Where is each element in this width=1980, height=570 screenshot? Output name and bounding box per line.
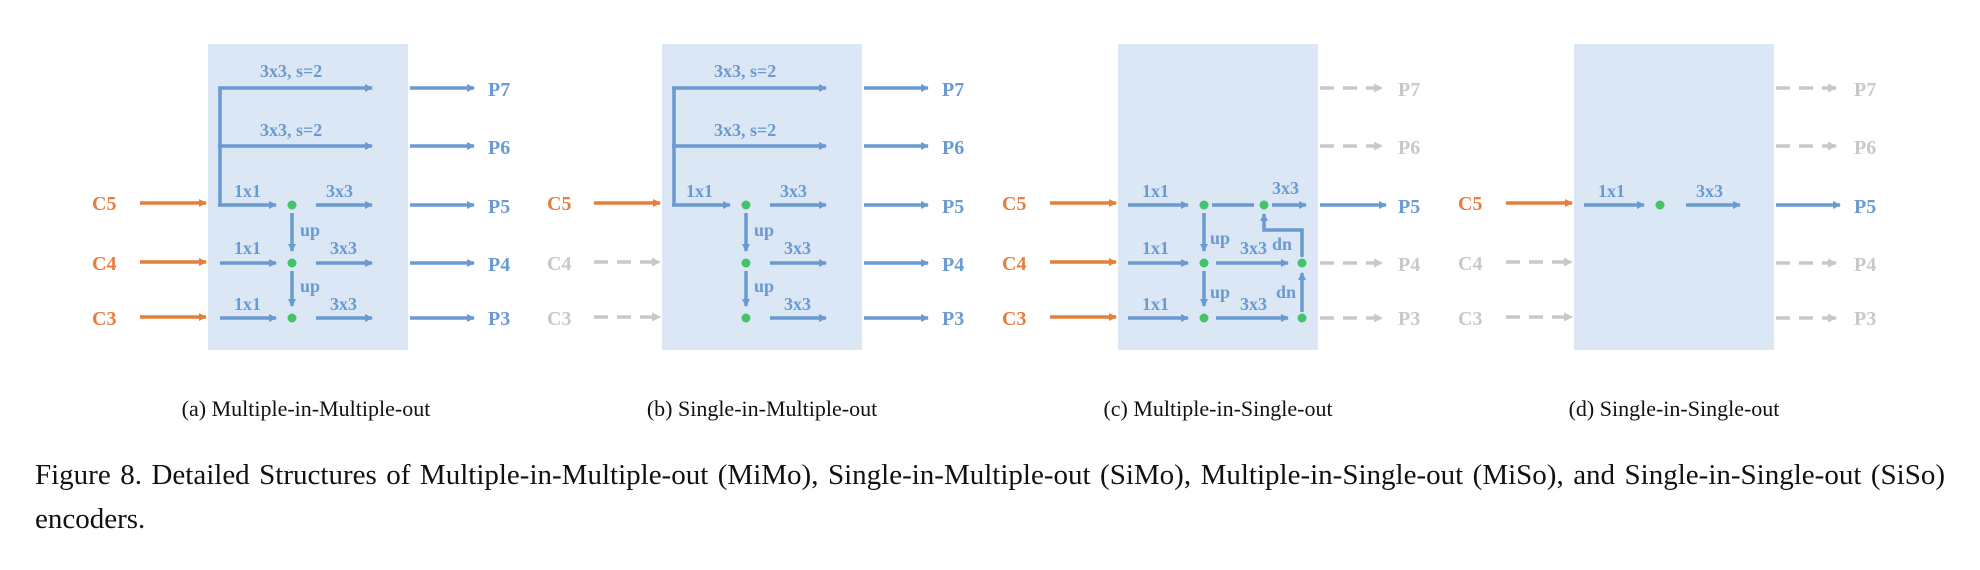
- conv-3x3-label: 3x3: [784, 238, 811, 258]
- input-c3-label: C3: [547, 308, 571, 330]
- feature-node: [1199, 258, 1209, 268]
- up-label: up: [754, 220, 774, 240]
- panel-a-mimo: C5 C4 C3 3x3, s=2 3x3, s=2 1x1 1x1 1x1 u…: [92, 44, 510, 350]
- panel-b-caption: (b) Single-in-Multiple-out: [646, 396, 878, 421]
- panel-c-background: [1118, 44, 1318, 350]
- output-p4-label: P4: [488, 254, 510, 276]
- output-p7-label: P7: [1398, 79, 1420, 101]
- conv-1x1-label: 1x1: [1142, 294, 1169, 314]
- figure-caption: Figure 8. Detailed Structures of Multipl…: [35, 459, 1945, 535]
- output-p6-label: P6: [942, 137, 964, 159]
- conv-3x3-label: 3x3: [784, 294, 811, 314]
- feature-node: [287, 313, 297, 323]
- panel-d-background: [1574, 44, 1774, 350]
- feature-node: [1297, 258, 1307, 268]
- output-p7-label: P7: [942, 79, 964, 101]
- up-label: up: [754, 276, 774, 296]
- feature-node: [1655, 200, 1665, 210]
- conv-1x1-label: 1x1: [1142, 181, 1169, 201]
- conv-3x3-label: 3x3: [1240, 294, 1267, 314]
- conv-3x3-s2-label: 3x3, s=2: [714, 120, 776, 140]
- feature-node: [1199, 200, 1209, 210]
- output-p4-label: P4: [1398, 254, 1420, 276]
- conv-3x3-label: 3x3: [326, 181, 353, 201]
- panel-b-background: [662, 44, 862, 350]
- feature-node: [1297, 313, 1307, 323]
- feature-node: [741, 258, 751, 268]
- panel-c-miso: C5 C4 C3 1x1 1x1 1x1 up up 3x3 3x3 dn dn: [1002, 44, 1420, 350]
- output-p6-label: P6: [1854, 137, 1876, 159]
- conv-3x3-s2-label: 3x3, s=2: [260, 120, 322, 140]
- up-label: up: [1210, 282, 1230, 302]
- panel-d-siso: C5 C4 C3 1x1 3x3 P7 P6 P5 P4 P3: [1458, 44, 1876, 350]
- output-p6-label: P6: [488, 137, 510, 159]
- conv-3x3-label: 3x3: [1272, 178, 1299, 198]
- output-p5-label: P5: [1854, 196, 1876, 218]
- output-p5-label: P5: [1398, 196, 1420, 218]
- input-c4-label: C4: [1002, 253, 1026, 275]
- downsample-arrow: [1260, 213, 1304, 257]
- feature-node: [741, 313, 751, 323]
- conv-3x3-label: 3x3: [330, 238, 357, 258]
- output-p3-label: P3: [1398, 308, 1420, 330]
- input-c5-label: C5: [547, 193, 571, 215]
- panel-a-caption: (a) Multiple-in-Multiple-out: [181, 396, 431, 421]
- up-label: up: [1210, 228, 1230, 248]
- up-label: up: [300, 276, 320, 296]
- input-c5-label: C5: [1458, 193, 1482, 215]
- conv-3x3-label: 3x3: [1240, 238, 1267, 258]
- feature-node: [287, 200, 297, 210]
- conv-3x3-label: 3x3: [330, 294, 357, 314]
- input-c3-label: C3: [1002, 308, 1026, 330]
- output-p5-label: P5: [488, 196, 510, 218]
- dn-label: dn: [1276, 282, 1296, 302]
- conv-1x1-label: 1x1: [1142, 238, 1169, 258]
- dn-label: dn: [1272, 234, 1292, 254]
- up-label: up: [300, 220, 320, 240]
- output-p5-label: P5: [942, 196, 964, 218]
- feature-node: [287, 258, 297, 268]
- panel-b-simo: C5 C4 C3 3x3, s=2 3x3, s=2 1x1 up up 3x3…: [547, 44, 964, 350]
- output-p7-label: P7: [488, 79, 510, 101]
- conv-3x3-s2-label: 3x3, s=2: [714, 61, 776, 81]
- input-c3-label: C3: [1458, 308, 1482, 330]
- panel-d-caption: (d) Single-in-Single-out: [1568, 396, 1780, 421]
- conv-3x3-label: 3x3: [1696, 181, 1723, 201]
- conv-3x3-s2-label: 3x3, s=2: [260, 61, 322, 81]
- input-c4-label: C4: [547, 253, 571, 275]
- output-p7-label: P7: [1854, 79, 1876, 101]
- input-c3-label: C3: [92, 308, 116, 330]
- encoder-structures-diagram: C5 C4 C3 3x3, s=2 3x3, s=2 1x1 1x1 1x1 u…: [92, 44, 1876, 350]
- feature-node: [741, 200, 751, 210]
- conv-1x1-label: 1x1: [234, 181, 261, 201]
- panel-c-caption: (c) Multiple-in-Single-out: [1103, 396, 1333, 421]
- input-c4-label: C4: [1458, 253, 1482, 275]
- output-p4-label: P4: [942, 254, 964, 276]
- output-p3-label: P3: [488, 308, 510, 330]
- conv-3x3-label: 3x3: [780, 181, 807, 201]
- panel-a-background: [208, 44, 408, 350]
- conv-1x1-label: 1x1: [1598, 181, 1625, 201]
- feature-node: [1199, 313, 1209, 323]
- conv-1x1-label: 1x1: [234, 294, 261, 314]
- output-p4-label: P4: [1854, 254, 1876, 276]
- input-c5-label: C5: [92, 193, 116, 215]
- feature-node: [1259, 200, 1269, 210]
- conv-1x1-label: 1x1: [686, 181, 713, 201]
- output-p6-label: P6: [1398, 137, 1420, 159]
- output-p3-label: P3: [1854, 308, 1876, 330]
- input-c5-label: C5: [1002, 193, 1026, 215]
- conv-1x1-label: 1x1: [234, 238, 261, 258]
- output-p3-label: P3: [942, 308, 964, 330]
- input-c4-label: C4: [92, 253, 116, 275]
